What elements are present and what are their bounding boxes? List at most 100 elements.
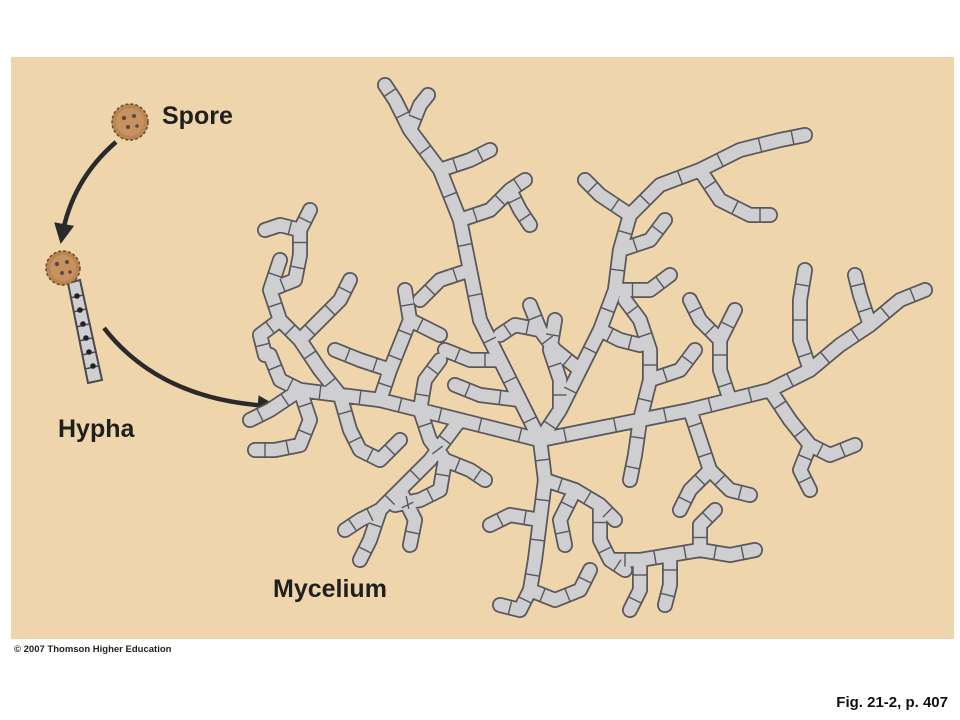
- septum: [662, 368, 668, 382]
- septum: [681, 355, 694, 365]
- septum: [348, 436, 362, 444]
- septum: [338, 286, 352, 294]
- septum: [626, 305, 639, 315]
- septum: [909, 288, 916, 302]
- septum: [663, 408, 667, 422]
- septum: [655, 276, 665, 289]
- septum: [578, 576, 592, 584]
- septum: [483, 336, 497, 344]
- septum: [598, 546, 612, 554]
- septum: [318, 385, 322, 400]
- septum: [476, 148, 484, 162]
- septum: [544, 420, 556, 430]
- septum: [786, 373, 794, 387]
- septum: [472, 208, 478, 222]
- septum: [731, 201, 739, 214]
- septum: [613, 559, 622, 571]
- septum: [737, 486, 743, 499]
- septum: [384, 494, 396, 506]
- septum: [851, 282, 864, 288]
- septum: [280, 394, 290, 406]
- septum: [372, 358, 378, 372]
- septum: [757, 138, 763, 152]
- septum: [268, 272, 282, 278]
- septum: [268, 364, 282, 371]
- septum: [564, 588, 571, 602]
- hypha-to-mycelium-arrow: [102, 326, 279, 416]
- septum: [562, 354, 573, 366]
- septum: [304, 324, 316, 336]
- septum: [613, 418, 617, 432]
- septum: [555, 530, 570, 535]
- septum: [563, 428, 567, 442]
- septum: [839, 443, 846, 457]
- septum: [284, 324, 296, 336]
- septum: [415, 393, 430, 397]
- figure-reference: Fig. 21-2, p. 407: [836, 694, 948, 711]
- septum: [677, 171, 683, 184]
- septum: [530, 538, 545, 542]
- mycelium-network: [242, 77, 933, 618]
- septum: [583, 346, 597, 354]
- septum: [418, 422, 432, 428]
- septum: [798, 454, 812, 461]
- septum: [426, 488, 434, 502]
- septum: [716, 153, 724, 167]
- septum: [358, 546, 372, 554]
- septum: [437, 408, 443, 422]
- septum: [419, 145, 431, 155]
- septum: [458, 243, 472, 247]
- hypha-label: Hypha: [58, 415, 135, 443]
- septum: [798, 352, 812, 358]
- septum: [610, 199, 620, 211]
- septum: [454, 348, 461, 362]
- septum: [704, 180, 716, 190]
- septum: [286, 378, 294, 392]
- septum: [431, 445, 444, 455]
- septum: [366, 448, 374, 462]
- septum: [468, 293, 482, 297]
- septum: [639, 194, 651, 206]
- septum: [454, 458, 461, 472]
- septum: [464, 383, 471, 397]
- septum: [396, 111, 409, 119]
- septum: [798, 476, 812, 484]
- septum: [503, 376, 517, 384]
- septum: [539, 588, 546, 602]
- septum: [304, 350, 316, 360]
- septum: [398, 329, 412, 336]
- septum: [545, 333, 560, 337]
- germinating-hypha-icon: [45, 250, 104, 385]
- septum: [548, 362, 562, 368]
- septum: [358, 390, 362, 405]
- septum: [519, 213, 531, 222]
- septum: [405, 530, 420, 535]
- septum: [587, 182, 598, 193]
- septum: [702, 512, 713, 523]
- septum: [384, 444, 396, 456]
- septum: [378, 382, 392, 388]
- septum: [638, 397, 652, 403]
- septum: [507, 601, 513, 614]
- septum: [285, 440, 290, 455]
- septum: [503, 324, 512, 336]
- septum: [790, 130, 795, 145]
- septum: [397, 398, 403, 412]
- septum: [610, 268, 625, 272]
- mycelium-label: Mycelium: [273, 575, 387, 603]
- septum: [508, 196, 522, 204]
- septum: [298, 402, 312, 408]
- septum: [707, 398, 713, 412]
- septum: [268, 302, 282, 308]
- septum: [298, 216, 312, 224]
- septum: [563, 386, 577, 394]
- septum: [602, 507, 613, 518]
- septum: [795, 283, 810, 287]
- septum: [400, 303, 415, 307]
- septum: [525, 573, 540, 577]
- septum: [858, 307, 872, 313]
- septum: [452, 268, 458, 282]
- septum: [880, 307, 890, 318]
- septum: [525, 320, 530, 335]
- copyright-notice: © 2007 Thomson Higher Education: [14, 644, 172, 655]
